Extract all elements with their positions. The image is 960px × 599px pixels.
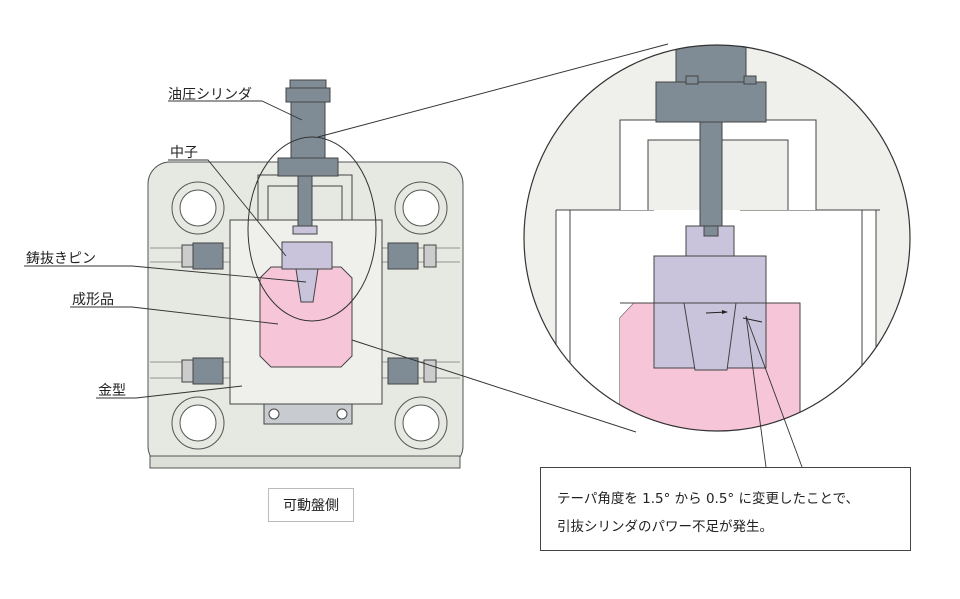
label-hydraulic-cylinder: 油圧シリンダ (168, 87, 252, 103)
note-line-2: 引抜シリンダのパワー不足が発生。 (557, 519, 773, 535)
bottom-plate (263, 403, 353, 425)
cast-pin (295, 268, 319, 303)
core-block (281, 241, 333, 270)
side-clamps (181, 242, 437, 385)
zoom-view (524, 45, 910, 431)
zoom-view-border (523, 44, 911, 432)
molded-product (259, 266, 353, 368)
note-box: テーパ角度を 1.5° から 0.5° に変更したことで、 引抜シリンダのパワー… (540, 467, 911, 551)
label-cast-pin: 鋳抜きピン (26, 251, 96, 267)
zoom-connectors (317, 43, 669, 433)
caption-movable-platen: 可動盤側 (268, 488, 354, 522)
hydraulic-cylinder (277, 79, 339, 235)
label-molded-product: 成形品 (72, 292, 114, 308)
tie-rods (171, 181, 448, 450)
zoom-circle (247, 136, 377, 322)
label-core: 中子 (170, 145, 198, 161)
note-line-1: テーパ角度を 1.5° から 0.5° に変更したことで、 (557, 491, 860, 507)
leader-lines (24, 100, 803, 468)
label-mold: 金型 (98, 383, 126, 399)
